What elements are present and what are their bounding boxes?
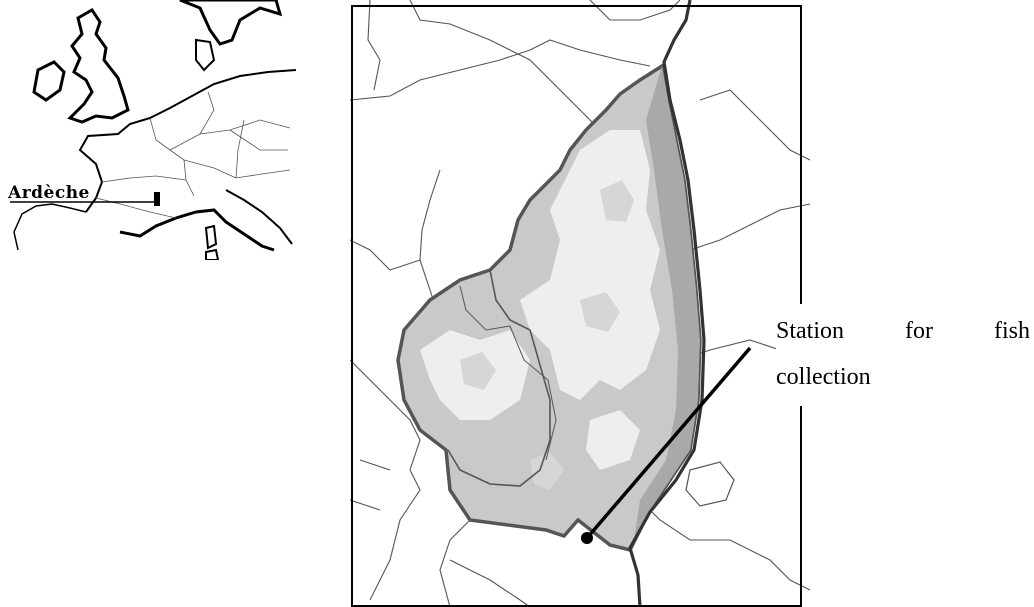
scandinavia-shape [179, 0, 283, 46]
fish-station-label: Station for fish collection [776, 304, 1030, 406]
ardeche-label: Ardèche [8, 183, 90, 203]
iberia-coast [13, 203, 87, 251]
station-label-word1: Station [776, 318, 845, 344]
rhone-river [628, 0, 706, 607]
mediterranean-coast [119, 208, 275, 252]
inset-borders [95, 91, 291, 219]
inset-map-svg [10, 0, 297, 260]
region-map-svg [350, 0, 810, 607]
ireland-shape [32, 60, 66, 102]
river-tributary [459, 285, 557, 461]
france-west-coast [78, 117, 151, 213]
station-label-line1: Station for fish [776, 308, 1030, 354]
inset-europe-map: Ardèche [0, 0, 300, 260]
relief-dark-band [634, 66, 700, 540]
corsica-shape [204, 224, 218, 250]
great-britain-shape [67, 8, 130, 124]
sardinia-shape [205, 248, 220, 260]
station-label-word3: fish [994, 318, 1030, 344]
station-pointer-line [585, 346, 752, 540]
ardeche-marker [154, 192, 160, 206]
inner-sub-boundary [447, 269, 551, 487]
ardeche-region-map [350, 0, 810, 607]
neighbor-borders [350, 0, 810, 607]
relief-mid-patches [460, 180, 634, 490]
denmark-shape [195, 38, 216, 72]
station-label-word2: for [905, 318, 933, 344]
italy-coast [225, 189, 293, 245]
fish-station-dot [581, 532, 593, 544]
continent-coastline [149, 69, 297, 119]
small-lake-outline [685, 461, 735, 507]
station-label-line2: collection [776, 364, 871, 390]
